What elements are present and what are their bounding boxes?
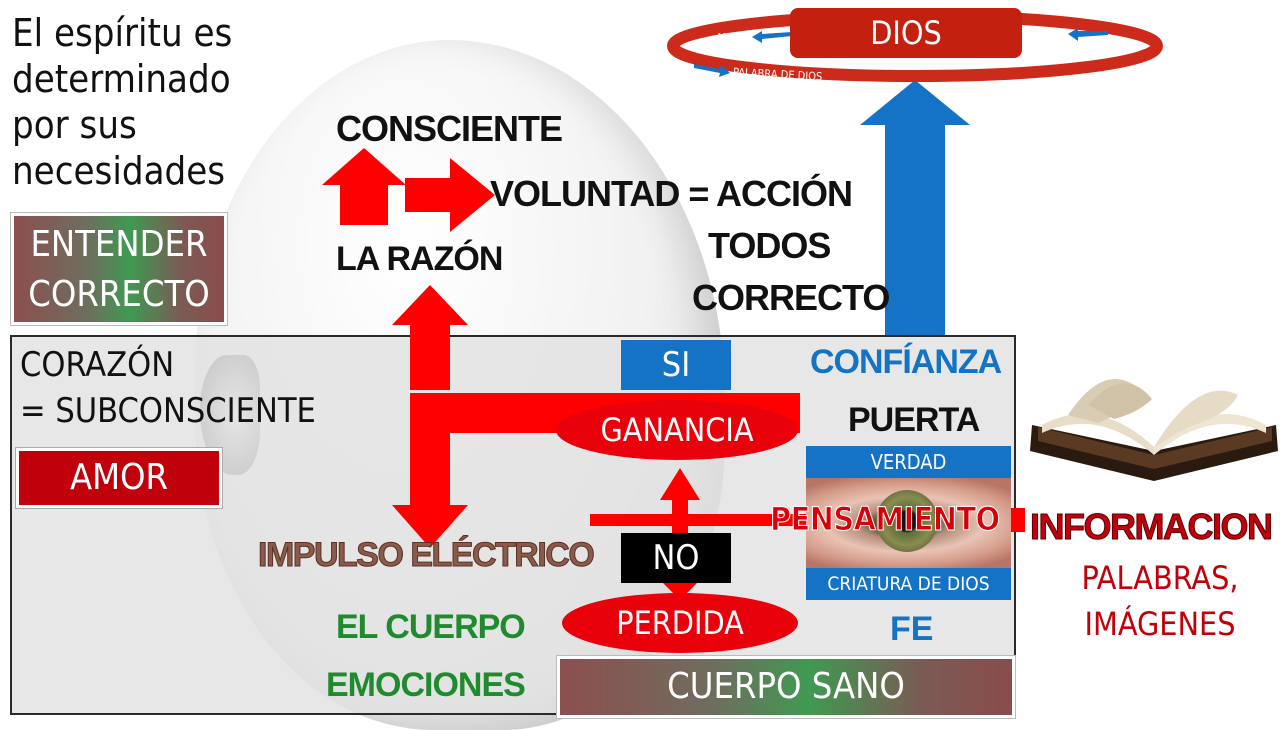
ring-label-frutos: FRUTOS — [1027, 28, 1067, 41]
up-arrow-to-razon — [392, 285, 468, 390]
entender-correcto-box: ENTENDER CORRECTO — [11, 213, 227, 325]
eye-image — [806, 478, 1011, 570]
correcto-label: CORRECTO — [692, 277, 890, 318]
cuerpo-sano-box: CUERPO SANO — [557, 656, 1015, 718]
entender-line-2: CORRECTO — [28, 274, 210, 315]
informacion-label: INFORMACION — [1029, 506, 1273, 548]
entender-line-1: ENTENDER — [30, 224, 208, 265]
confianza-label: CONFÍANZA — [810, 343, 1002, 381]
intro-text: El espíritu es determinado por sus neces… — [12, 10, 232, 194]
si-box: SI — [621, 340, 731, 390]
intro-line-1: El espíritu es — [12, 11, 233, 55]
up-arrow-ganancia — [660, 468, 700, 514]
todos-label: TODOS — [708, 225, 831, 266]
pensamiento-label: PENSAMIENTO — [770, 500, 1001, 539]
perdida-ellipse: PERDIDA — [562, 593, 798, 653]
palabras-line-2: IMÁGENES — [1084, 605, 1236, 643]
la-razon-label: LA RAZÓN — [336, 240, 503, 278]
corazon-line-1: CORAZÓN — [20, 345, 175, 385]
emociones-label: EMOCIONES — [326, 666, 526, 704]
right-arrow-voluntad — [405, 158, 495, 232]
ring-arrow-palabra — [694, 64, 730, 77]
intro-line-2: determinado — [12, 57, 231, 101]
blue-arrow-dios — [860, 80, 970, 335]
bible-image — [1030, 379, 1278, 481]
fe-label: FE — [890, 610, 934, 648]
consciente-label: CONSCIENTE — [336, 108, 563, 149]
voluntad-label: VOLUNTAD = ACCIÓN — [490, 173, 853, 214]
ring-arrow-amor — [752, 31, 792, 43]
intro-line-3: por sus — [12, 103, 137, 147]
ring-arrow-frutos — [1068, 28, 1108, 41]
no-box: NO — [621, 533, 731, 583]
impulso-label: IMPULSO ELÉCTRICO — [257, 536, 595, 575]
palabras-text: PALABRAS, IMÁGENES — [1060, 555, 1260, 647]
intro-line-4: necesidades — [12, 149, 226, 193]
dios-box: DIOS — [790, 8, 1022, 58]
verdad-bar: VERDAD — [806, 446, 1011, 478]
eye-iris — [876, 490, 938, 552]
amor-box: AMOR — [16, 448, 222, 508]
palabras-line-1: PALABRAS, — [1081, 559, 1239, 597]
puerta-label: PUERTA — [848, 401, 980, 439]
impulso-bar — [410, 393, 450, 513]
corazon-text: CORAZÓN = SUBCONSCIENTE — [20, 342, 316, 434]
corazon-line-2: = SUBCONSCIENTE — [20, 391, 316, 431]
criatura-bar: CRIATURA DE DIOS — [806, 568, 1011, 600]
el-cuerpo-label: EL CUERPO — [336, 608, 526, 646]
up-arrow-razon — [322, 148, 406, 225]
ganancia-ellipse: GANANCIA — [556, 400, 798, 460]
ring-label-amor: AMOR — [716, 31, 746, 44]
down-arrow-impulso — [392, 505, 468, 548]
